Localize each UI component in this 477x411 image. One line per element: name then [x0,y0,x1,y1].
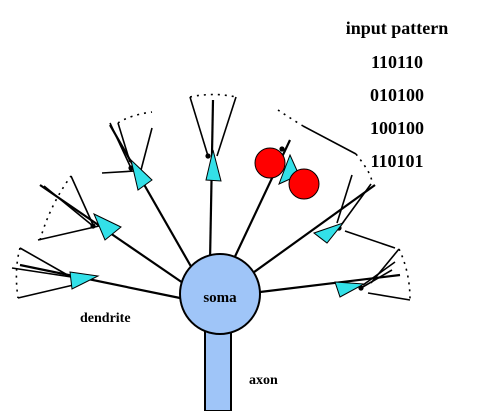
synapse-arrow [205,149,222,182]
axon-label: axon [249,373,278,388]
dendrite-trunk [259,273,401,294]
dendrite-trunk [109,124,194,271]
soma [179,253,261,335]
pattern-row: 100100 [370,118,424,138]
input-branches [11,96,411,301]
input-pattern-title: input pattern [346,18,449,38]
dendrite-trunk [208,99,215,263]
dendritic-spurs [19,122,400,286]
synapse-arrow [312,221,345,244]
active-input-circle [254,147,286,179]
dendrite-trunk [19,263,181,300]
active-inputs [254,147,320,200]
pattern-row: 010100 [370,85,424,105]
dendrite-trunk [249,184,376,276]
synapse-arrows [69,149,366,298]
synapse-arrow [130,158,153,191]
soma-label: soma [203,290,237,306]
synapse-arrow [69,271,100,290]
synapse-arrow [93,212,122,241]
pattern-row: 110101 [370,151,423,171]
active-input-circle [288,168,320,200]
dendrite-label: dendrite [80,311,131,326]
pattern-row: 110110 [371,52,423,72]
dotted-arcs [15,93,411,301]
synapse-arrow [334,281,366,298]
